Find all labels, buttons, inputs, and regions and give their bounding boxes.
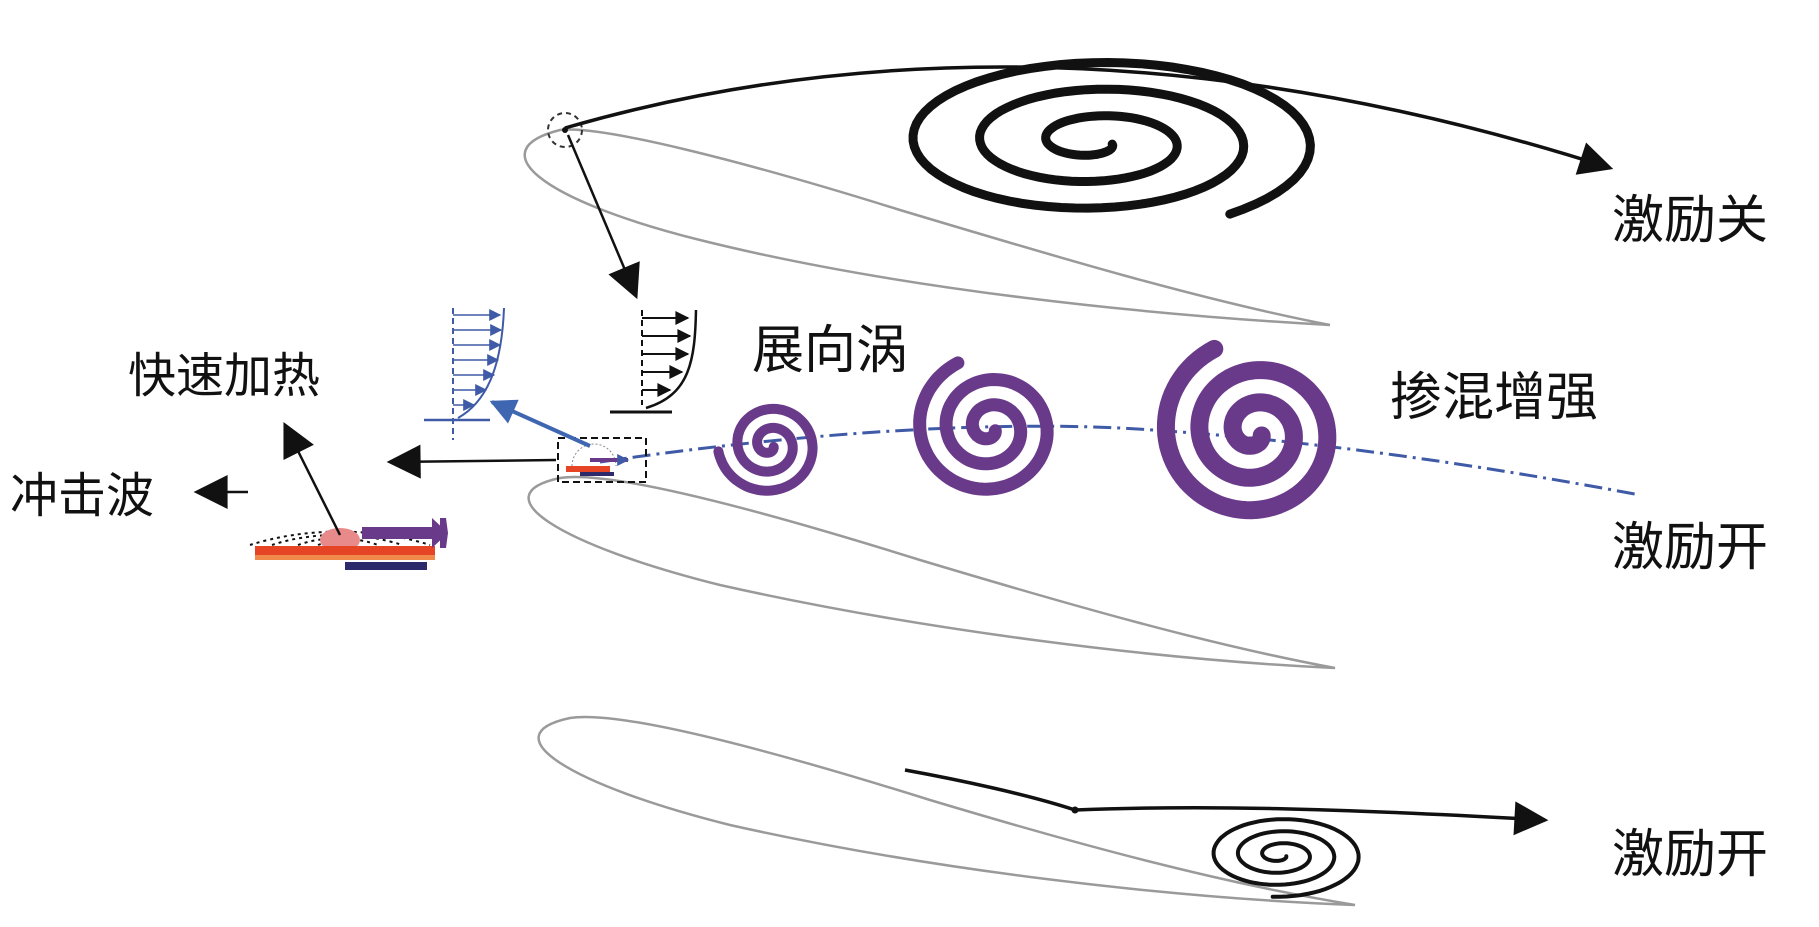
actuator-zoom-box xyxy=(557,437,647,483)
airfoil-bottom xyxy=(537,715,1356,907)
label-mixing-enhanced: 掺混增强 xyxy=(1390,368,1598,428)
leading-edge-focus-circle xyxy=(547,112,583,148)
airfoil-middle xyxy=(527,475,1336,670)
purple-vortex-large xyxy=(1156,339,1337,520)
blue-profile-arrow xyxy=(489,399,591,448)
dielectric-layer xyxy=(255,555,435,560)
label-excitation-off: 激励关 xyxy=(1612,191,1768,251)
heater-electrode xyxy=(255,546,435,555)
zoom-leader-line xyxy=(566,134,640,300)
detail-link-arrow xyxy=(386,444,557,479)
buried-electrode xyxy=(345,562,427,570)
panel-excitation-on: 展向涡 掺混增强 激励开 快速加热 冲击波 xyxy=(10,307,1768,670)
panel-excitation-on-bottom: 激励开 xyxy=(537,715,1768,907)
separated-shear-layer-arrow xyxy=(564,65,1614,175)
purple-vortex-medium xyxy=(913,356,1054,496)
small-black-vortex xyxy=(1211,817,1361,899)
label-excitation-on-middle: 激励开 xyxy=(1612,518,1768,578)
panel-excitation-off: 激励关 xyxy=(523,57,1768,327)
purple-vortex-small xyxy=(713,403,818,496)
label-spanwise-vortex: 展向涡 xyxy=(752,321,908,381)
label-shock-wave: 冲击波 xyxy=(10,468,154,524)
label-excitation-on-bottom: 激励开 xyxy=(1612,825,1768,885)
velocity-profile-blue xyxy=(424,307,505,440)
attached-flow-line xyxy=(904,768,1549,836)
heating-pointer-arrow xyxy=(283,421,342,536)
large-black-vortex xyxy=(908,57,1315,219)
airfoil-top xyxy=(523,128,1331,327)
label-rapid-heating: 快速加热 xyxy=(128,348,320,404)
actuator-detail xyxy=(249,518,448,570)
velocity-profile-black xyxy=(610,309,698,414)
